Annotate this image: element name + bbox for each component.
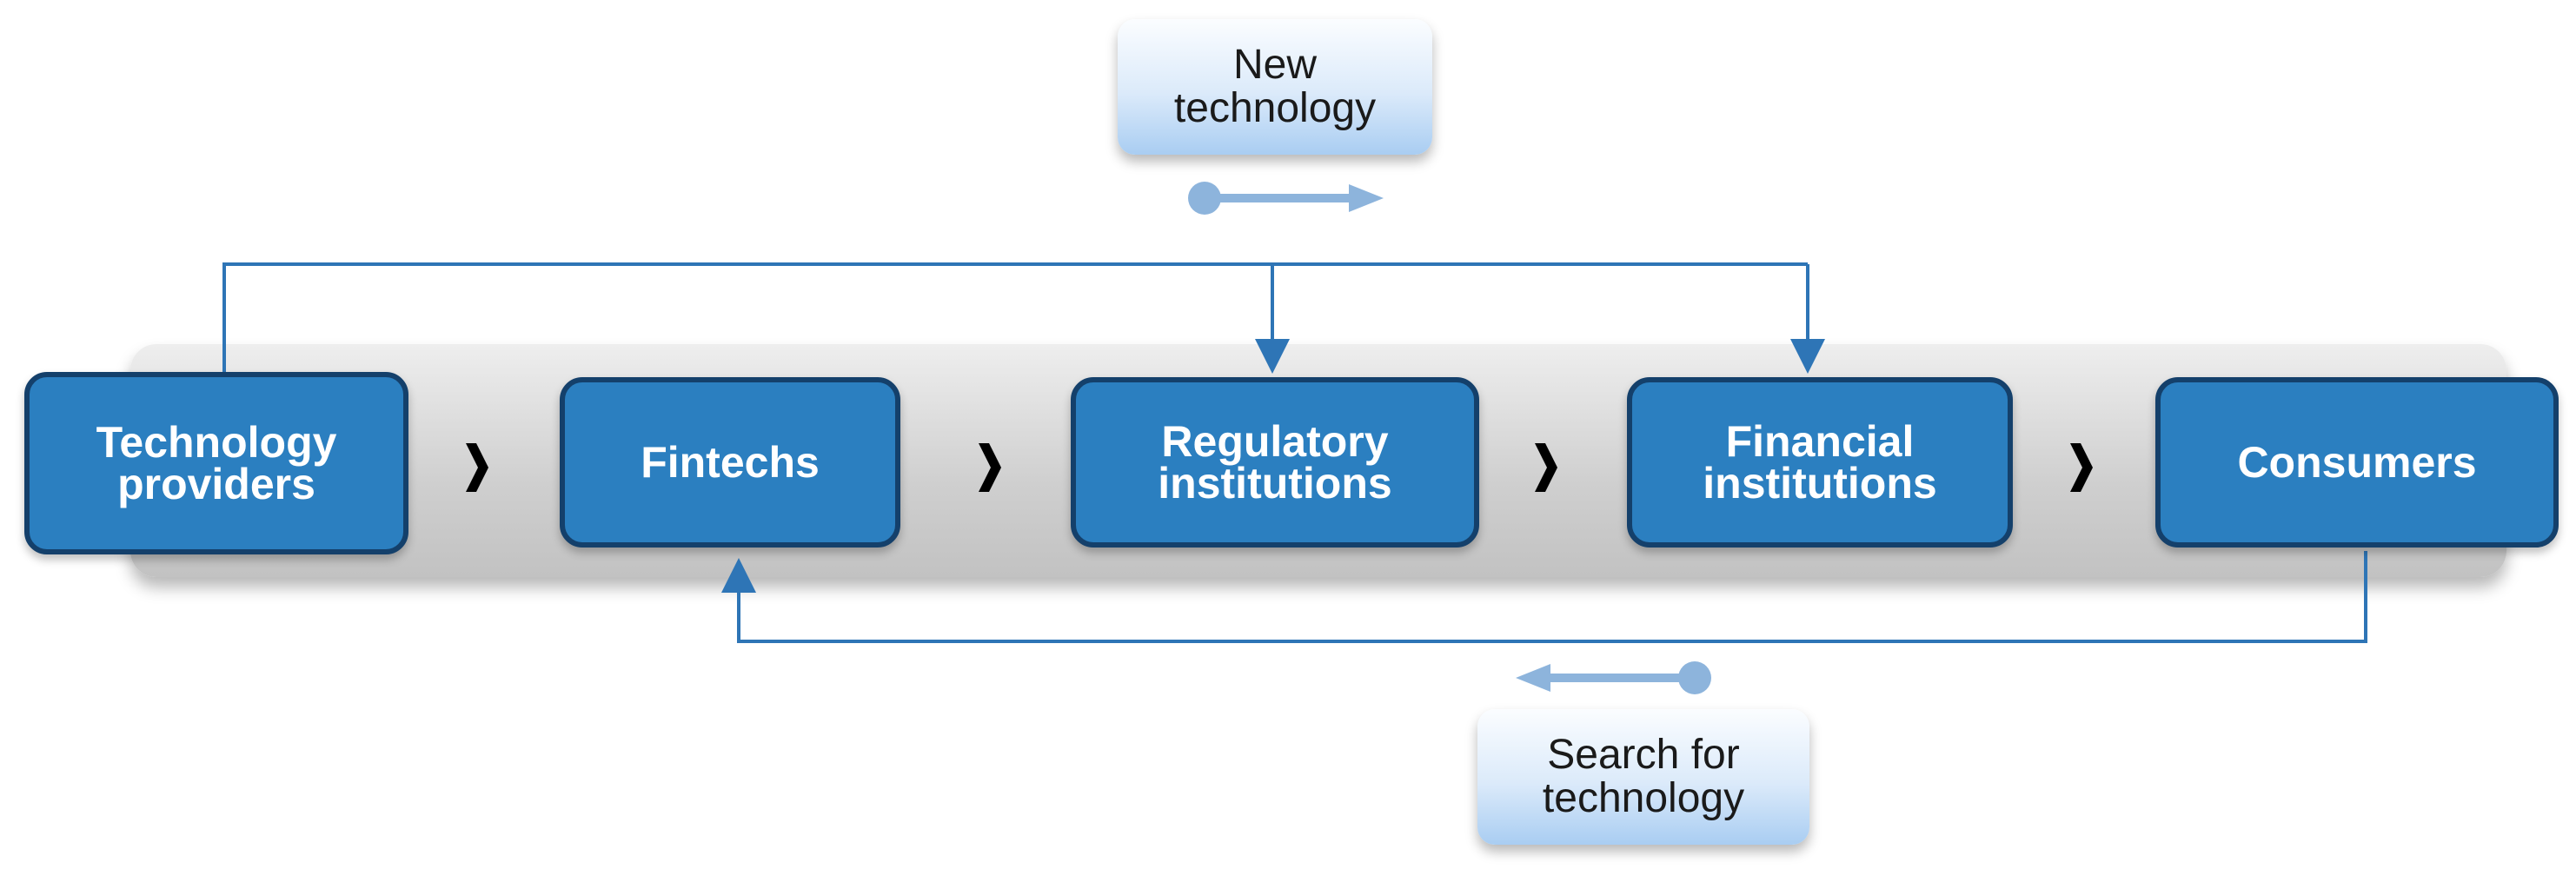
- node-financial-institutions-line2: institutions: [1703, 459, 1937, 508]
- node-consumers-label: Consumers: [2237, 438, 2477, 487]
- node-financial-institutions-line1: Financial: [1725, 417, 1915, 466]
- node-technology-providers: Technology providers: [24, 372, 408, 554]
- node-regulatory-institutions-line1: Regulatory: [1161, 417, 1389, 466]
- node-technology-providers-line1: Technology: [96, 418, 337, 467]
- node-regulatory-institutions: Regulatory institutions: [1071, 377, 1479, 548]
- search-technology-arrow-icon: [1516, 661, 1711, 694]
- chevron-right-icon: [466, 443, 488, 492]
- node-regulatory-institutions-line2: institutions: [1158, 459, 1392, 508]
- tech-providers-feed-line: [222, 262, 1808, 372]
- chevron-right-icon: [2070, 443, 2093, 492]
- callout-search-for-technology-line2: technology: [1542, 775, 1745, 821]
- new-technology-arrow-icon: [1188, 182, 1384, 215]
- node-financial-institutions: Financial institutions: [1627, 377, 2013, 548]
- node-fintechs: Fintechs: [560, 377, 900, 548]
- callout-new-technology-line1: New: [1232, 42, 1317, 88]
- chevron-right-icon: [979, 443, 1001, 492]
- node-technology-providers-line2: providers: [117, 460, 315, 508]
- callout-search-for-technology-line1: Search for: [1547, 732, 1740, 778]
- node-consumers: Consumers: [2155, 377, 2559, 548]
- chevron-right-icon: [1535, 443, 1557, 492]
- callout-new-technology-line2: technology: [1173, 85, 1377, 131]
- callout-search-for-technology: Search for technology: [1477, 709, 1809, 845]
- consumers-return-line: [721, 551, 2367, 643]
- node-fintechs-label: Fintechs: [641, 438, 820, 487]
- callout-new-technology: New technology: [1118, 19, 1432, 155]
